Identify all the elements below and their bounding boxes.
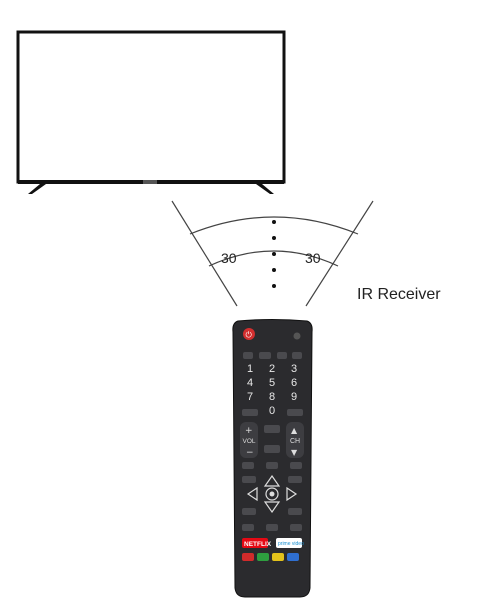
blue-key[interactable] bbox=[287, 553, 299, 561]
exit-button[interactable] bbox=[288, 476, 302, 483]
guide-button[interactable] bbox=[259, 352, 271, 359]
vol-label: VOL bbox=[243, 438, 256, 445]
power-icon: ⏻ bbox=[246, 331, 253, 340]
right-arrow-icon[interactable] bbox=[286, 486, 298, 502]
options-button[interactable] bbox=[242, 508, 256, 515]
search-button[interactable] bbox=[243, 352, 253, 359]
number-key-5[interactable]: 5 bbox=[269, 377, 275, 389]
cone-left-edge bbox=[171, 200, 238, 307]
number-key-1[interactable]: 1 bbox=[247, 363, 253, 375]
vol-minus: − bbox=[246, 448, 254, 458]
down-arrow-icon[interactable] bbox=[263, 501, 281, 514]
function-row bbox=[243, 352, 302, 359]
number-key-7[interactable]: 7 bbox=[247, 391, 253, 403]
number-key-4[interactable]: 4 bbox=[247, 377, 253, 389]
prime-video-button[interactable] bbox=[276, 538, 302, 548]
left-arrow-icon[interactable] bbox=[246, 486, 258, 502]
power-button[interactable] bbox=[243, 328, 255, 340]
green-key[interactable] bbox=[257, 553, 269, 561]
ch-label: CH bbox=[290, 438, 300, 445]
number-key-9[interactable]: 9 bbox=[291, 391, 297, 403]
back-button-top[interactable] bbox=[292, 352, 302, 359]
television bbox=[16, 30, 286, 194]
angle-label-right: 30 bbox=[305, 250, 321, 266]
angle-label-left: 30 bbox=[221, 250, 237, 266]
settings-button[interactable] bbox=[277, 352, 287, 359]
center-axis-dots bbox=[272, 220, 276, 288]
red-key[interactable] bbox=[242, 553, 254, 561]
info-button[interactable] bbox=[290, 462, 302, 469]
number-key-2[interactable]: 2 bbox=[269, 363, 275, 375]
ir-receiver-label: IR Receiver bbox=[357, 286, 441, 303]
menu-button[interactable] bbox=[242, 462, 254, 469]
input-button[interactable] bbox=[293, 332, 301, 340]
yellow-key[interactable] bbox=[272, 553, 284, 561]
number-key-3[interactable]: 3 bbox=[291, 363, 297, 375]
tv-mode-button[interactable] bbox=[290, 524, 302, 531]
axis-dot bbox=[272, 220, 276, 224]
number-key-8[interactable]: 8 bbox=[269, 391, 275, 403]
back-button[interactable] bbox=[242, 476, 256, 483]
number-key-0[interactable]: 0 bbox=[269, 405, 275, 417]
tv-screen bbox=[16, 30, 286, 184]
cone-right-edge bbox=[305, 200, 374, 307]
remote-control: ⏻ 1 2 3 4 5 6 7 8 9 0 + VOL − ▲ CH ▼ bbox=[232, 319, 313, 598]
tv-right-foot bbox=[256, 184, 274, 194]
axis-dot bbox=[272, 268, 276, 272]
cone-arc-inner bbox=[208, 250, 339, 267]
mute-button[interactable] bbox=[264, 445, 280, 453]
color-keys bbox=[242, 553, 299, 561]
axis-dot bbox=[272, 284, 276, 288]
list-button[interactable] bbox=[242, 409, 258, 416]
axis-dot bbox=[272, 236, 276, 240]
number-key-6[interactable]: 6 bbox=[291, 377, 297, 389]
netflix-label: NETFLIX bbox=[244, 541, 272, 548]
netflix-button[interactable] bbox=[242, 538, 268, 548]
ch-up: ▲ bbox=[291, 426, 298, 435]
audio-button[interactable] bbox=[264, 425, 280, 433]
channel-rocker[interactable] bbox=[286, 422, 304, 458]
number-pad: 1 2 3 4 5 6 7 8 9 0 bbox=[247, 363, 297, 417]
record-button[interactable] bbox=[266, 524, 278, 531]
prime-video-label: prime video bbox=[278, 541, 304, 547]
stop-button[interactable] bbox=[242, 524, 254, 531]
home-button[interactable] bbox=[266, 462, 278, 469]
ok-button[interactable] bbox=[265, 487, 279, 501]
reception-cone bbox=[171, 200, 374, 307]
tv-left-foot bbox=[28, 184, 46, 194]
ok-button-inner bbox=[269, 491, 275, 497]
cone-arc-outer bbox=[189, 216, 359, 235]
volume-rocker[interactable] bbox=[240, 422, 258, 458]
subtitle-button[interactable] bbox=[288, 508, 302, 515]
d-pad bbox=[246, 474, 298, 514]
ch-down: ▼ bbox=[291, 448, 298, 457]
dash-button[interactable] bbox=[287, 409, 303, 416]
up-arrow-icon[interactable] bbox=[263, 474, 281, 487]
tv-ir-window bbox=[143, 180, 157, 184]
vol-plus: + bbox=[245, 426, 253, 436]
axis-dot bbox=[272, 252, 276, 256]
